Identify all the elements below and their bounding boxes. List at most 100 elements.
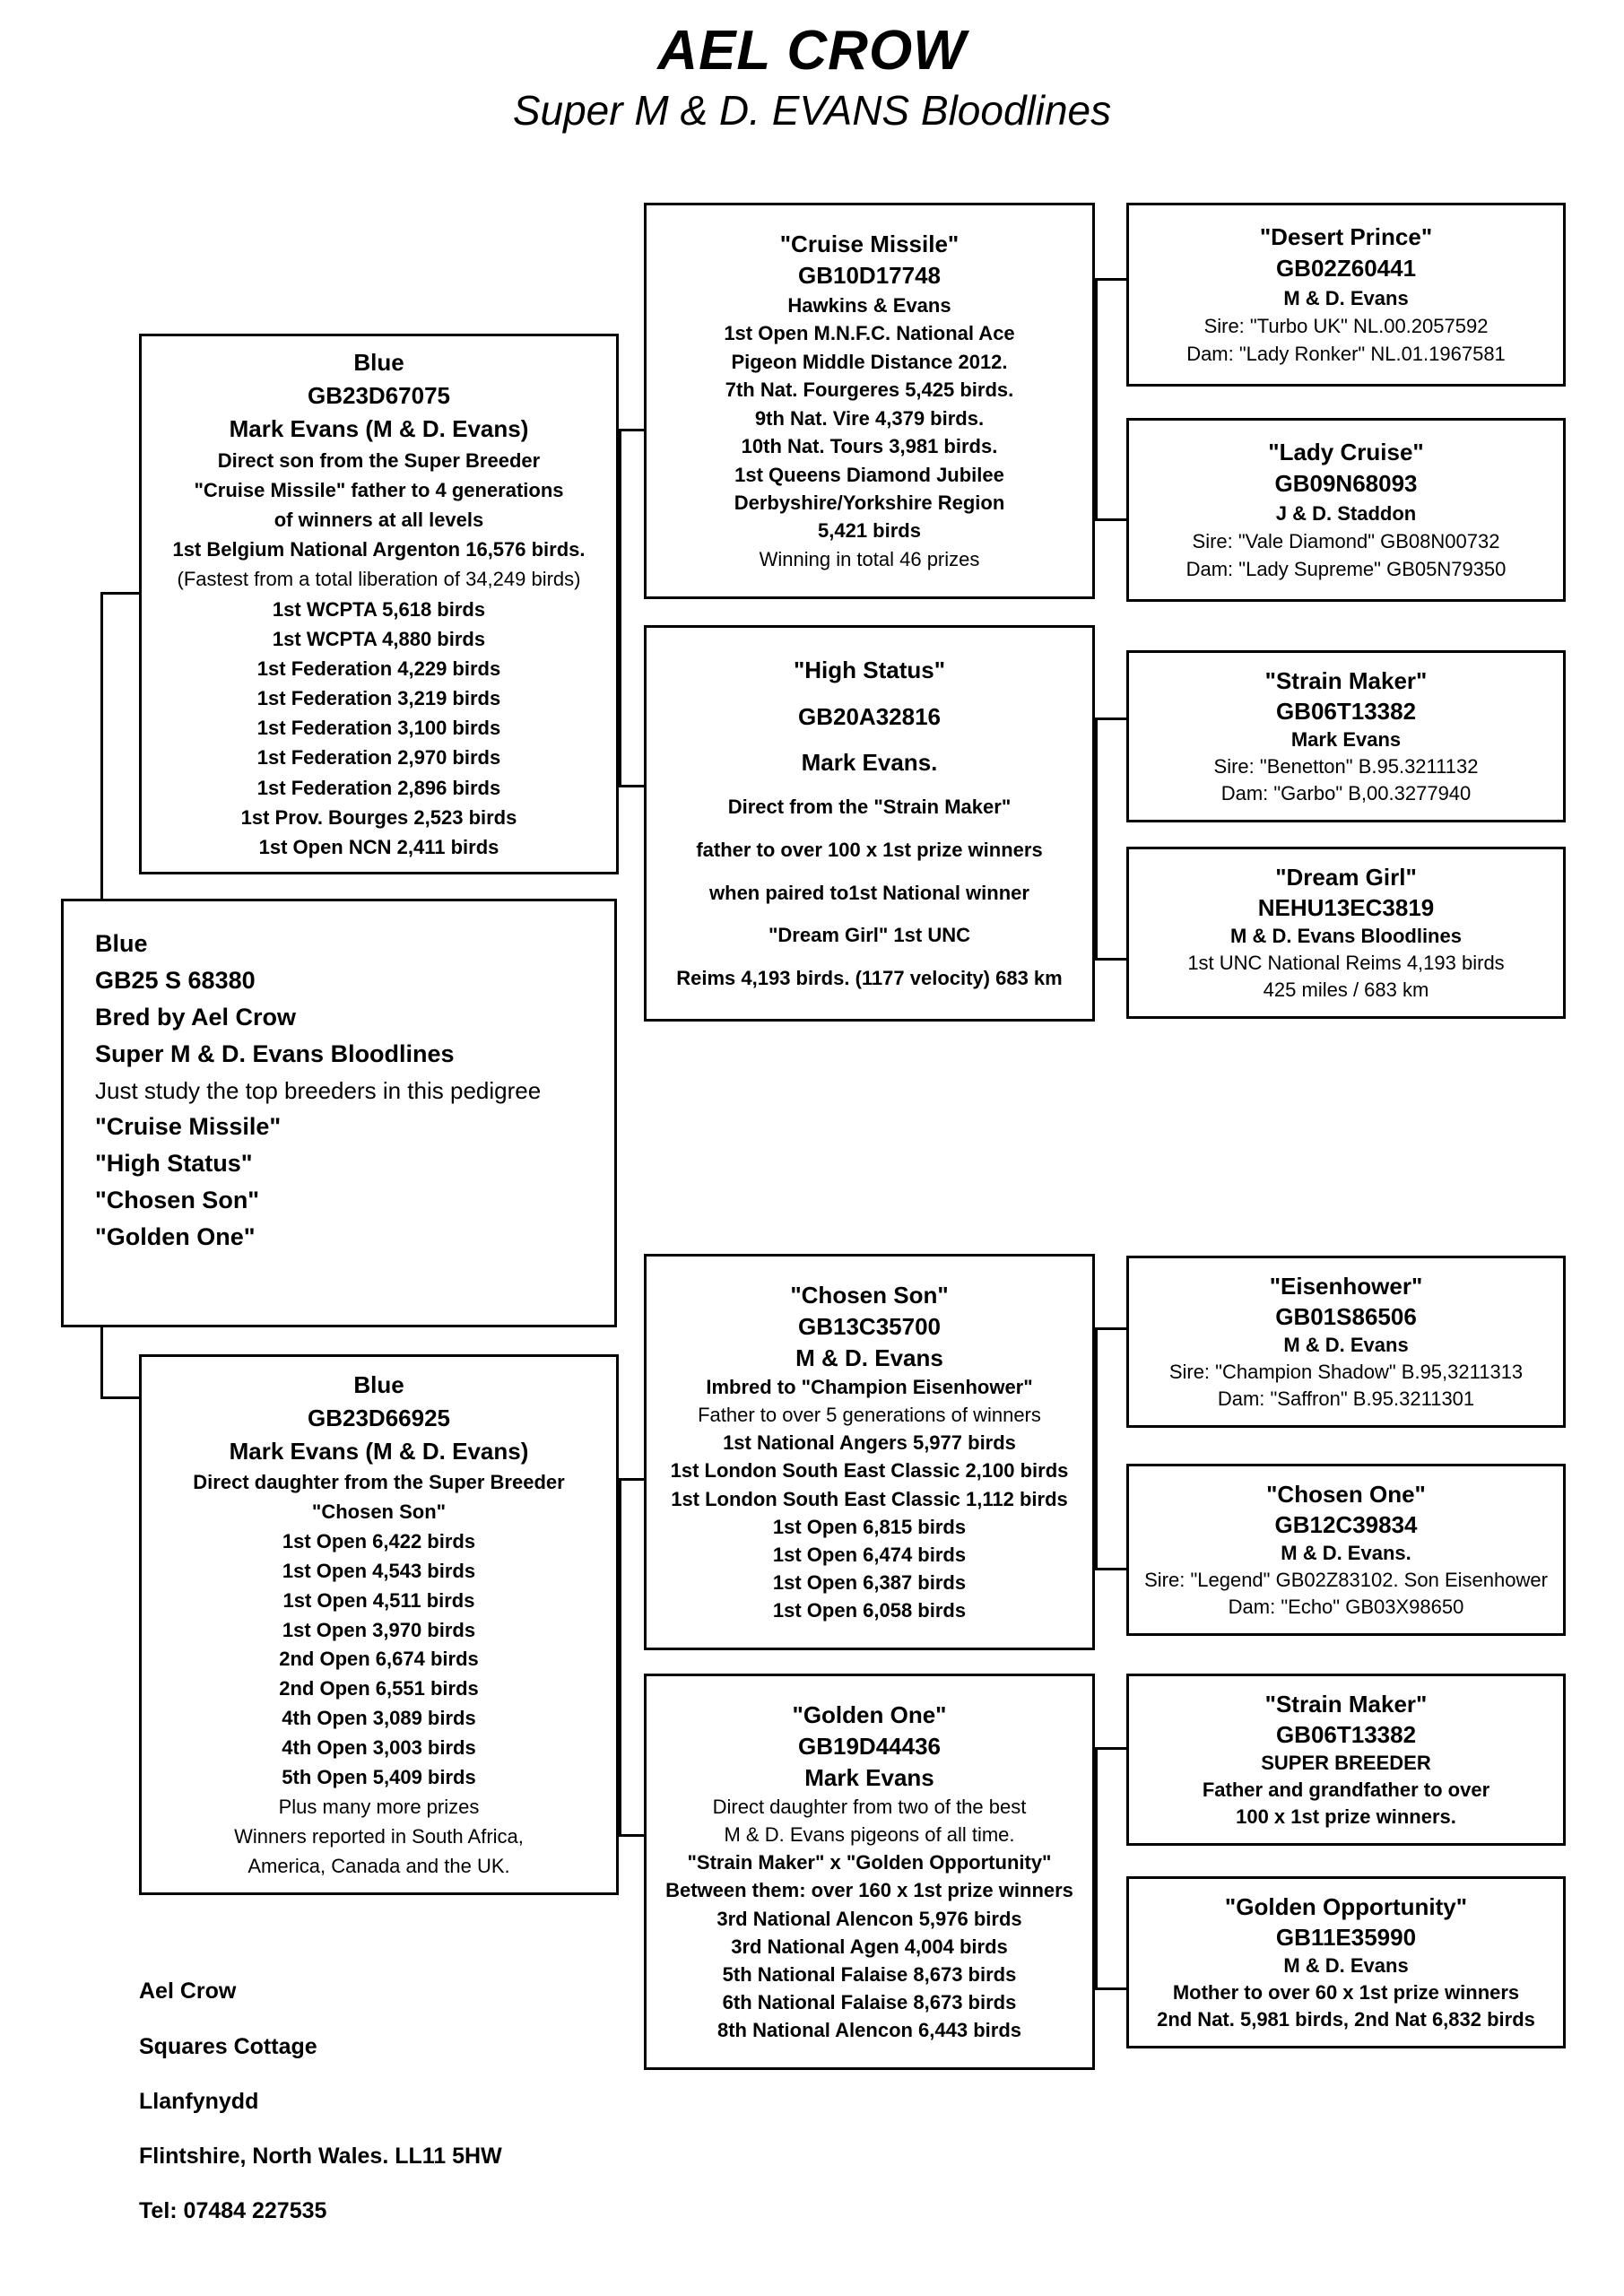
box-line: Reims 4,193 birds. (1177 velocity) 683 k… [676, 966, 1063, 989]
box-line: Sire: "Legend" GB02Z83102. Son Eisenhowe… [1144, 1569, 1548, 1591]
connector-chosen-son-to-eisenhower [1095, 1327, 1126, 1330]
box-line: "Dream Girl" 1st UNC [768, 924, 971, 947]
subject-ring: GB25 S 68380 [95, 967, 256, 994]
box-line: 1st Open 6,387 birds [772, 1570, 967, 1594]
box-line: 1st Open 6,815 birds [772, 1515, 967, 1538]
box-line: 1st Open 6,474 birds [772, 1543, 967, 1566]
box-line: Sire: "Champion Shadow" B.95,3211313 [1168, 1361, 1524, 1383]
box-line: 1st Queens Diamond Jubilee [734, 463, 1004, 486]
box-line: Mark Evans (M & D. Evans) [229, 1437, 529, 1465]
box-line: 1st Open NCN 2,411 birds [258, 836, 499, 858]
box-line: "Cruise Missile" father to 4 generations [194, 478, 564, 501]
box-line: M & D. Evans [1283, 1334, 1409, 1356]
connector-sire-to-high-status [619, 785, 659, 787]
box-line: GB06T13382 [1275, 698, 1417, 725]
box-line: Sire: "Benetton" B.95.3211132 [1213, 755, 1479, 778]
box-line: 3rd National Agen 4,004 birds [731, 1935, 1008, 1958]
connector-golden-one-vertical [1095, 1747, 1098, 1989]
box-line: 1st Federation 3,100 birds [256, 717, 501, 740]
connector-sire-vertical [619, 429, 621, 787]
box-line: 1st London South East Classic 2,100 bird… [670, 1459, 1069, 1483]
box-line: Mark Evans [1290, 728, 1402, 751]
box-line: Dam: "Lady Ronker" NL.01.1967581 [1186, 343, 1506, 365]
box-line: "Strain Maker" x "Golden Opportunity" [687, 1851, 1052, 1874]
box-line: 1st WCPTA 4,880 birds [272, 627, 486, 650]
box-line: Winning in total 46 prizes [759, 547, 980, 570]
box-subject[interactable]: Blue GB25 S 68380 Bred by Ael Crow Super… [61, 899, 617, 1327]
address-line-2: Llanfynydd [139, 2088, 259, 2114]
box-line: Dam: "Garbo" B,00.3277940 [1220, 782, 1472, 804]
box-line: 1st National Angers 5,977 birds [723, 1431, 1016, 1455]
box-line: GB02Z60441 [1275, 255, 1417, 283]
connector-golden-one-to-golden-opportunity [1095, 1987, 1126, 1990]
box-line: 2nd Nat. 5,981 birds, 2nd Nat 6,832 bird… [1157, 2008, 1535, 2031]
box-line: 425 miles / 683 km [1263, 978, 1429, 1001]
box-line: Blue [353, 349, 404, 376]
connector-subject-to-dam [100, 1396, 141, 1399]
box-line: Dam: "Echo" GB03X98650 [1228, 1596, 1464, 1618]
box-line: 5,421 birds [818, 519, 921, 543]
connector-chosen-son-vertical [1095, 1327, 1098, 1570]
page-title: AEL CROW [657, 20, 967, 82]
connector-chosen-son-to-chosen-one [1095, 1568, 1126, 1570]
box-line: Mother to over 60 x 1st prize winners [1172, 1981, 1520, 2004]
box-line: GB19D44436 [798, 1733, 941, 1761]
box-line: Plus many more prizes [278, 1796, 480, 1819]
address-line-1: Squares Cottage [139, 2033, 317, 2059]
box-line: Direct daughter from the Super Breeder [193, 1470, 565, 1493]
box-line: Between them: over 160 x 1st prize winne… [665, 1879, 1073, 1902]
connector-subject-to-sire [100, 592, 141, 595]
box-line: "Chosen One" [1266, 1481, 1426, 1508]
subject-breeder-1: "Cruise Missile" [95, 1113, 282, 1140]
box-line: 1st WCPTA 5,618 birds [272, 597, 486, 621]
connector-cruise-missile-vertical [1095, 278, 1098, 520]
box-line: Sire: "Vale Diamond" GB08N00732 [1192, 529, 1500, 552]
connector-dam-to-golden-one [619, 1834, 659, 1837]
subject-breeder-3: "Chosen Son" [95, 1187, 260, 1213]
subject-breeder-2: "High Status" [95, 1150, 253, 1177]
contact-address: Ael Crow Squares Cottage Llanfynydd Flin… [139, 1948, 502, 2256]
connector-high-status-to-strain-maker [1095, 718, 1126, 720]
box-line: "Dream Girl" [1275, 864, 1417, 891]
box-line: M & D. Evans [1283, 1954, 1409, 1977]
box-line: 5th Open 5,409 birds [282, 1766, 476, 1789]
box-line: 1st Federation 3,219 birds [256, 687, 501, 710]
box-line: 1st Open 4,543 birds [282, 1559, 476, 1582]
address-name: Ael Crow [139, 1979, 237, 2005]
box-line: 2nd Open 6,551 birds [279, 1677, 479, 1700]
box-line: Direct daughter from two of the best [712, 1796, 1027, 1819]
box-line: "Chosen Son" [790, 1282, 949, 1309]
box-line: M & D. Evans [1283, 286, 1409, 309]
box-line: M & D. Evans. [1281, 1542, 1411, 1564]
box-line: GB09N68093 [1274, 470, 1418, 498]
box-line: "Eisenhower" [1269, 1273, 1423, 1300]
connector-cruise-missile-to-desert-prince [1095, 278, 1126, 281]
connector-dam-vertical [619, 1478, 621, 1837]
box-line: 1st Federation 2,896 birds [256, 776, 501, 799]
box-line: America, Canada and the UK. [248, 1855, 510, 1877]
box-line: M & D. Evans pigeons of all time. [724, 1823, 1015, 1847]
